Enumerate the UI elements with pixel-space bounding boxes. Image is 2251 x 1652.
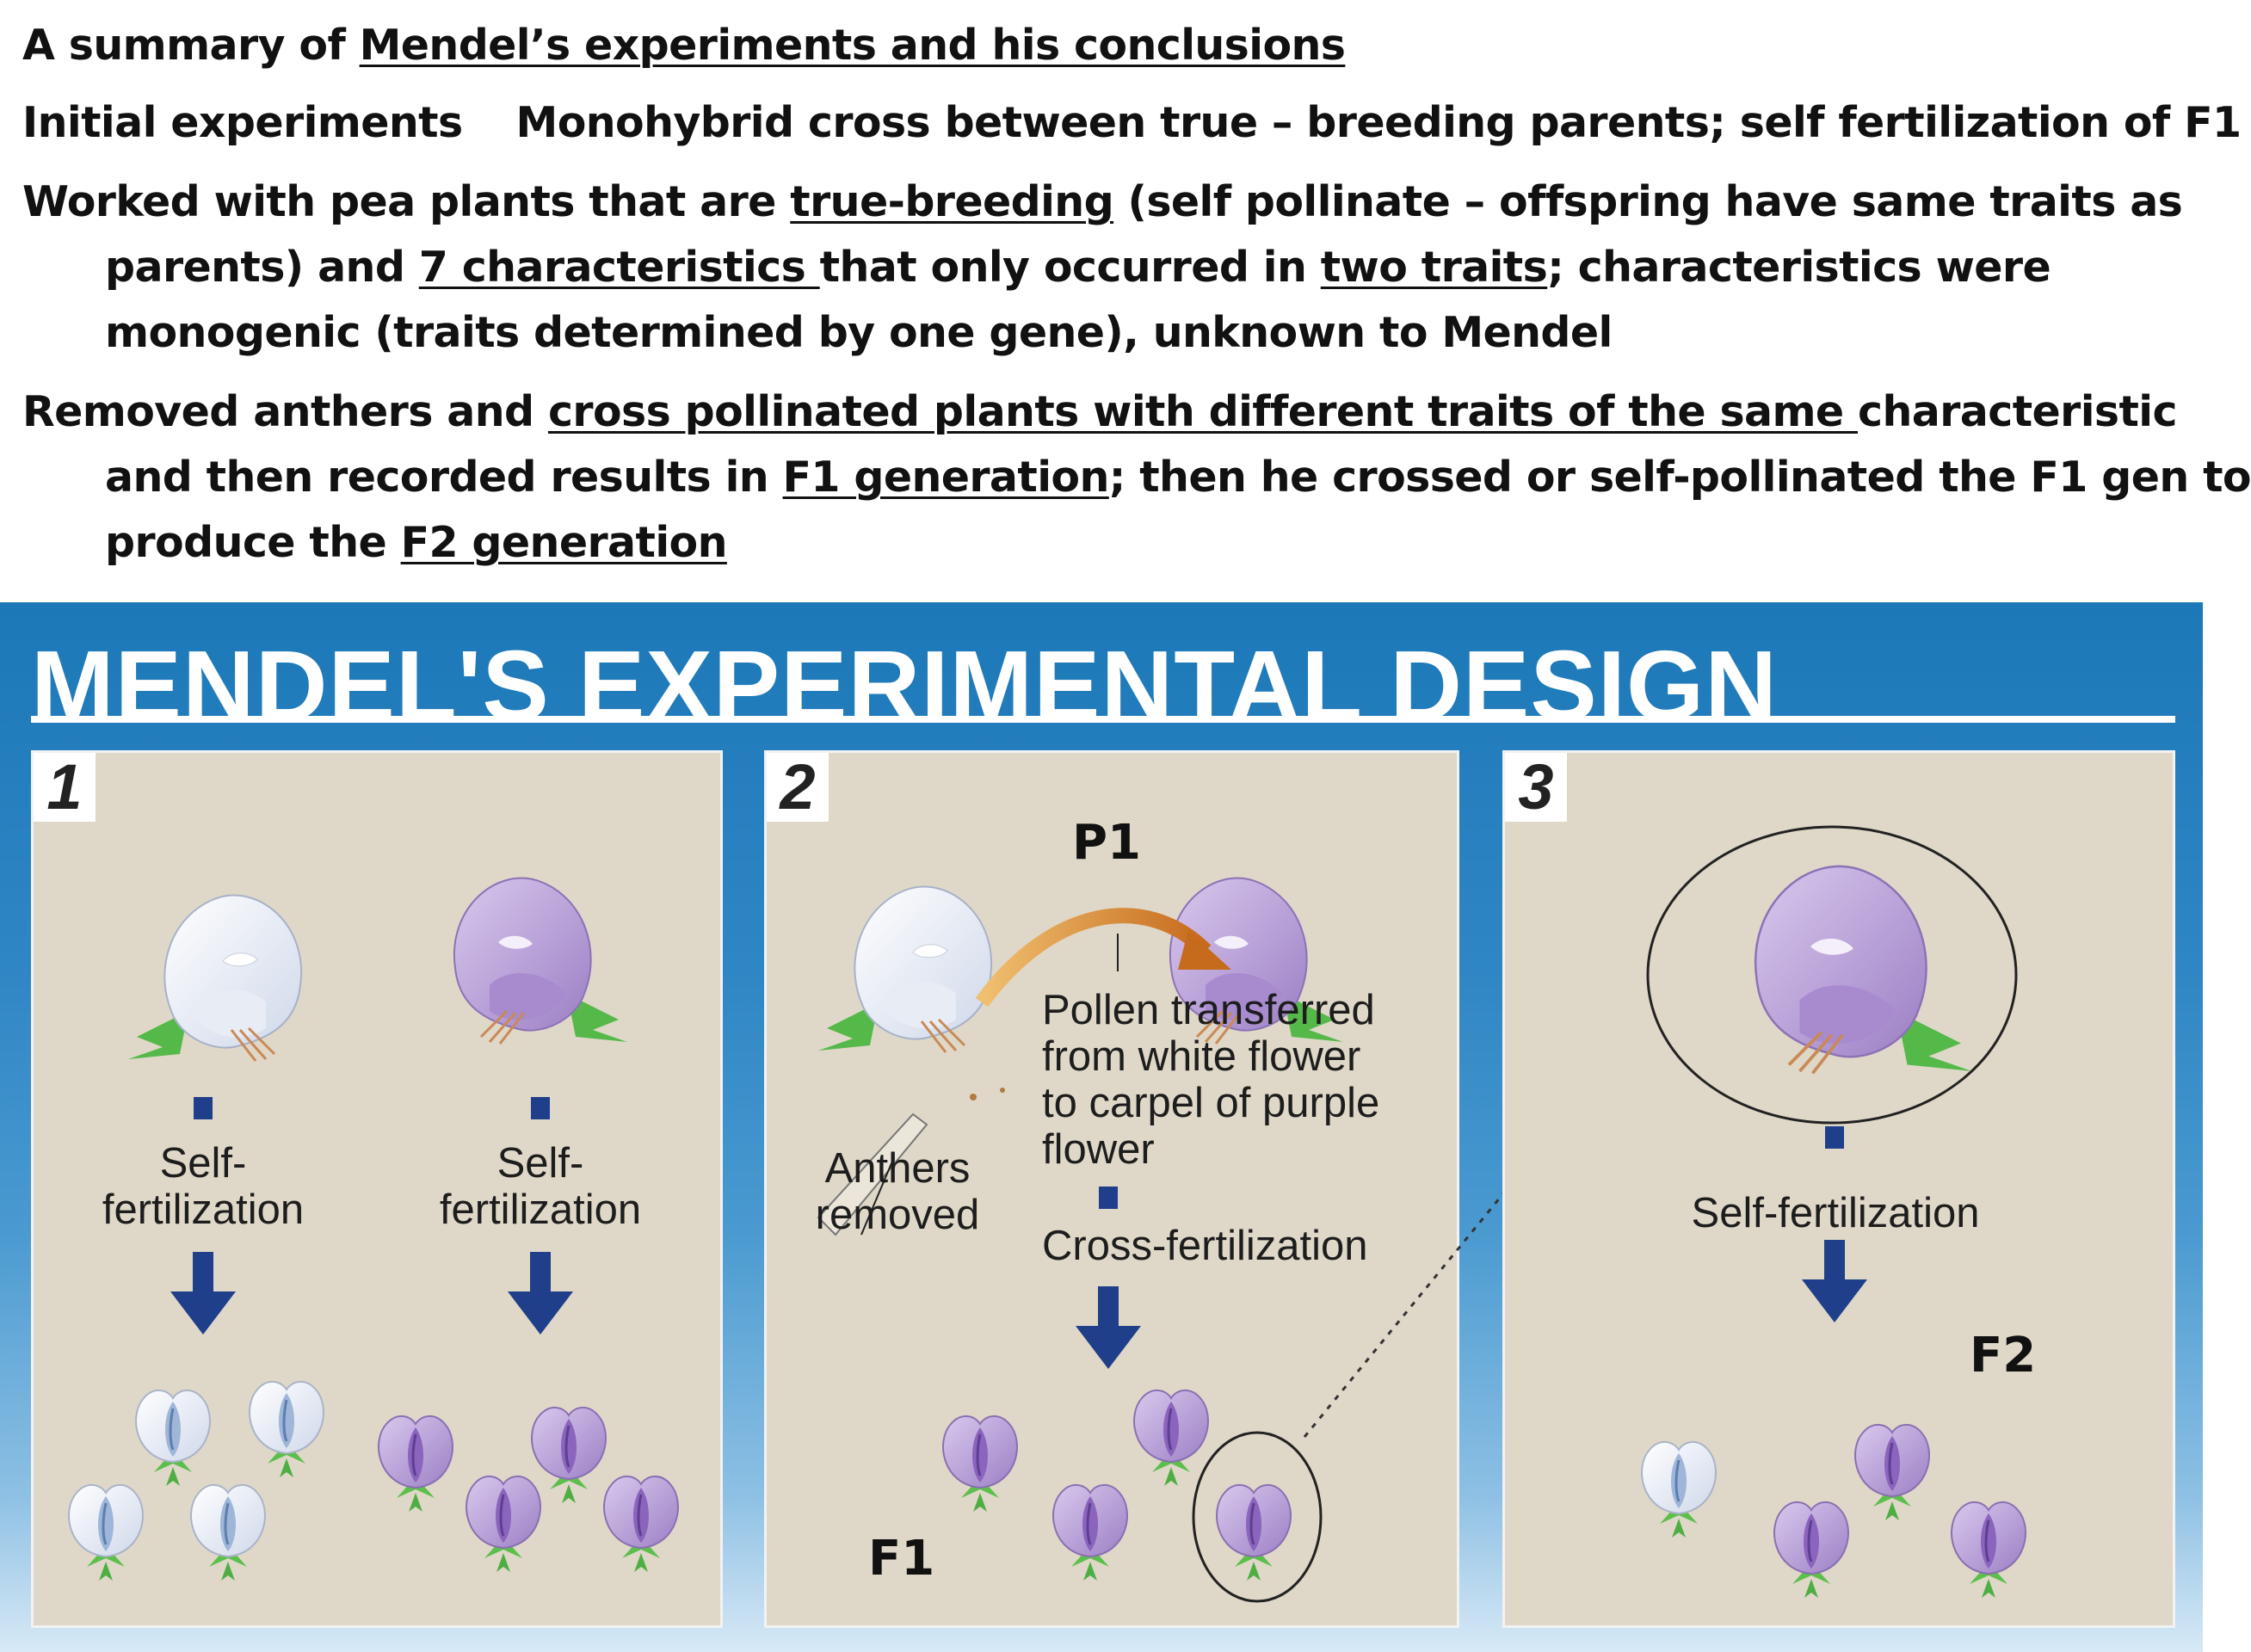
panel-1: 1 Self- fertilization Self- fertilizatio… bbox=[31, 750, 723, 1628]
anthers-pointer-line bbox=[860, 1156, 895, 1236]
true-breeding-term: true-breeding bbox=[790, 177, 1114, 226]
notes-text: monogenic (traits determined by one gene… bbox=[105, 308, 1613, 357]
label-text: Anthers removed bbox=[815, 1145, 980, 1238]
pollen-dot bbox=[1000, 1088, 1005, 1093]
selected-f1-circle bbox=[1192, 1431, 1323, 1603]
purple-offspring-flower bbox=[530, 1406, 607, 1505]
panel-number-3: 3 bbox=[1505, 753, 1567, 822]
down-arrow-icon bbox=[170, 1252, 236, 1335]
panel-3-drawing bbox=[1640, 825, 2027, 1600]
pollen-dot bbox=[970, 1094, 977, 1100]
cross-pollinated-term: cross pollinated plants with different t… bbox=[547, 387, 1859, 436]
notes-line-8: produce the F2 generation bbox=[105, 518, 727, 567]
heading-underlined: Mendel’s experiments and his conclusions bbox=[359, 21, 1346, 70]
p1-label: P1 bbox=[1072, 815, 1142, 871]
white-parent-flower bbox=[126, 894, 303, 1063]
self-fertilization-label: Self-fertilization bbox=[1691, 1190, 1980, 1236]
pollen-transfer-arrow bbox=[975, 908, 1212, 1008]
summary-heading: A summary of Mendel’s experiments and hi… bbox=[22, 21, 1346, 70]
label-text: Pollen transferred from white flower to … bbox=[1042, 987, 1380, 1173]
initial-experiments-line: Initial experiments Monohybrid cross betw… bbox=[22, 98, 2242, 147]
purple-offspring-flower bbox=[465, 1475, 542, 1574]
figure-title: MENDEL'S EXPERIMENTAL DESIGN bbox=[31, 630, 1778, 742]
anthers-removed-label: Anthers removed bbox=[777, 1145, 1018, 1238]
notes-text: (self pollinate – offspring have same tr… bbox=[1113, 177, 2183, 226]
seven-characteristics-term: 7 characteristics bbox=[418, 243, 820, 292]
f2-purple-flower bbox=[1950, 1501, 2027, 1600]
magnified-purple-flower bbox=[1754, 865, 1974, 1076]
summary-notes: A summary of Mendel’s experiments and hi… bbox=[0, 0, 2251, 602]
notes-text: characteristic bbox=[1858, 387, 2178, 436]
purple-offspring-flower bbox=[602, 1475, 680, 1574]
f1-purple-flower bbox=[1132, 1389, 1210, 1488]
label-text: Self- fertilization bbox=[102, 1140, 305, 1233]
notes-line-5: monogenic (traits determined by one gene… bbox=[105, 308, 1613, 357]
notes-text: Worked with pea plants that are bbox=[22, 177, 791, 226]
connector-square bbox=[194, 1097, 213, 1119]
white-offspring-flower bbox=[67, 1483, 145, 1582]
brush-icon bbox=[817, 1113, 928, 1236]
initial-experiments-label: Initial experiments bbox=[22, 98, 463, 147]
panel-2-drawing bbox=[817, 877, 1345, 1603]
white-offspring-flower bbox=[134, 1389, 212, 1488]
f2-label: F2 bbox=[1970, 1328, 2037, 1384]
f1-purple-flower bbox=[1051, 1483, 1129, 1582]
down-arrow-icon bbox=[1076, 1286, 1141, 1369]
f2-generation-term: F2 generation bbox=[400, 518, 728, 567]
label-text: Self- fertilization bbox=[439, 1140, 642, 1233]
notes-text: parents) and bbox=[105, 243, 419, 292]
connector-square bbox=[1825, 1126, 1844, 1149]
f1-label: F1 bbox=[868, 1531, 935, 1587]
f1-purple-flower bbox=[1215, 1483, 1292, 1582]
heading-prefix: A summary of bbox=[22, 21, 360, 70]
notes-text: that only occurred in bbox=[819, 243, 1321, 292]
down-arrow-icon bbox=[1802, 1240, 1867, 1322]
f2-purple-flower bbox=[1773, 1501, 1850, 1600]
notes-line-7: and then recorded results in F1 generati… bbox=[105, 453, 2251, 502]
panel-3: 3 Self-fertilization F2 bbox=[1502, 750, 2175, 1628]
white-offspring-flower bbox=[248, 1380, 325, 1479]
initial-experiments-text: Monohybrid cross between true – breeding… bbox=[515, 98, 2242, 147]
notes-line-4: parents) and 7 characteristics that only… bbox=[105, 243, 2051, 292]
connector-square bbox=[531, 1097, 550, 1119]
f1-purple-flower bbox=[941, 1415, 1019, 1513]
connector-square bbox=[1099, 1187, 1118, 1209]
notes-text: Removed anthers and bbox=[22, 387, 548, 436]
self-fertilization-label-right: Self- fertilization bbox=[390, 1140, 691, 1233]
notes-text: produce the bbox=[105, 518, 401, 567]
self-fertilization-label-left: Self- fertilization bbox=[52, 1140, 354, 1233]
f1-generation-term: F1 generation bbox=[782, 453, 1110, 502]
pollen-transfer-text: Pollen transferred from white flower to … bbox=[1042, 987, 1379, 1173]
notes-line-6: Removed anthers and cross pollinated pla… bbox=[22, 387, 2178, 436]
notes-text: ; characteristics were bbox=[1547, 243, 2051, 292]
f2-purple-flower bbox=[1853, 1423, 1931, 1522]
purple-parent-flower bbox=[453, 877, 629, 1045]
notes-text: and then recorded results in bbox=[105, 453, 783, 502]
panel-number-2: 2 bbox=[767, 753, 829, 822]
notes-line-3: Worked with pea plants that are true-bre… bbox=[22, 177, 2183, 226]
panel-1-drawing bbox=[67, 877, 680, 1582]
mendel-figure: MENDEL'S EXPERIMENTAL DESIGN 1 Self- fer… bbox=[0, 602, 2203, 1652]
cross-fertilization-label: Cross-fertilization bbox=[1042, 1223, 1368, 1269]
purple-offspring-flower bbox=[377, 1415, 454, 1513]
pollen-arrow-head bbox=[1178, 930, 1231, 970]
f2-white-flower bbox=[1640, 1440, 1718, 1539]
white-offspring-flower bbox=[189, 1483, 267, 1582]
white-flower-anthers-removed bbox=[817, 885, 993, 1054]
title-rule bbox=[31, 716, 2175, 723]
panel-2: 2 P1 Pollen transferred from white flowe… bbox=[764, 750, 1459, 1628]
two-traits-term: two traits bbox=[1320, 243, 1548, 292]
panel-number-1: 1 bbox=[34, 753, 96, 822]
magnified-flower-circle bbox=[1646, 825, 2018, 1125]
notes-text: ; then he crossed or self-pollinated the… bbox=[1108, 453, 2251, 502]
down-arrow-icon bbox=[508, 1252, 573, 1335]
